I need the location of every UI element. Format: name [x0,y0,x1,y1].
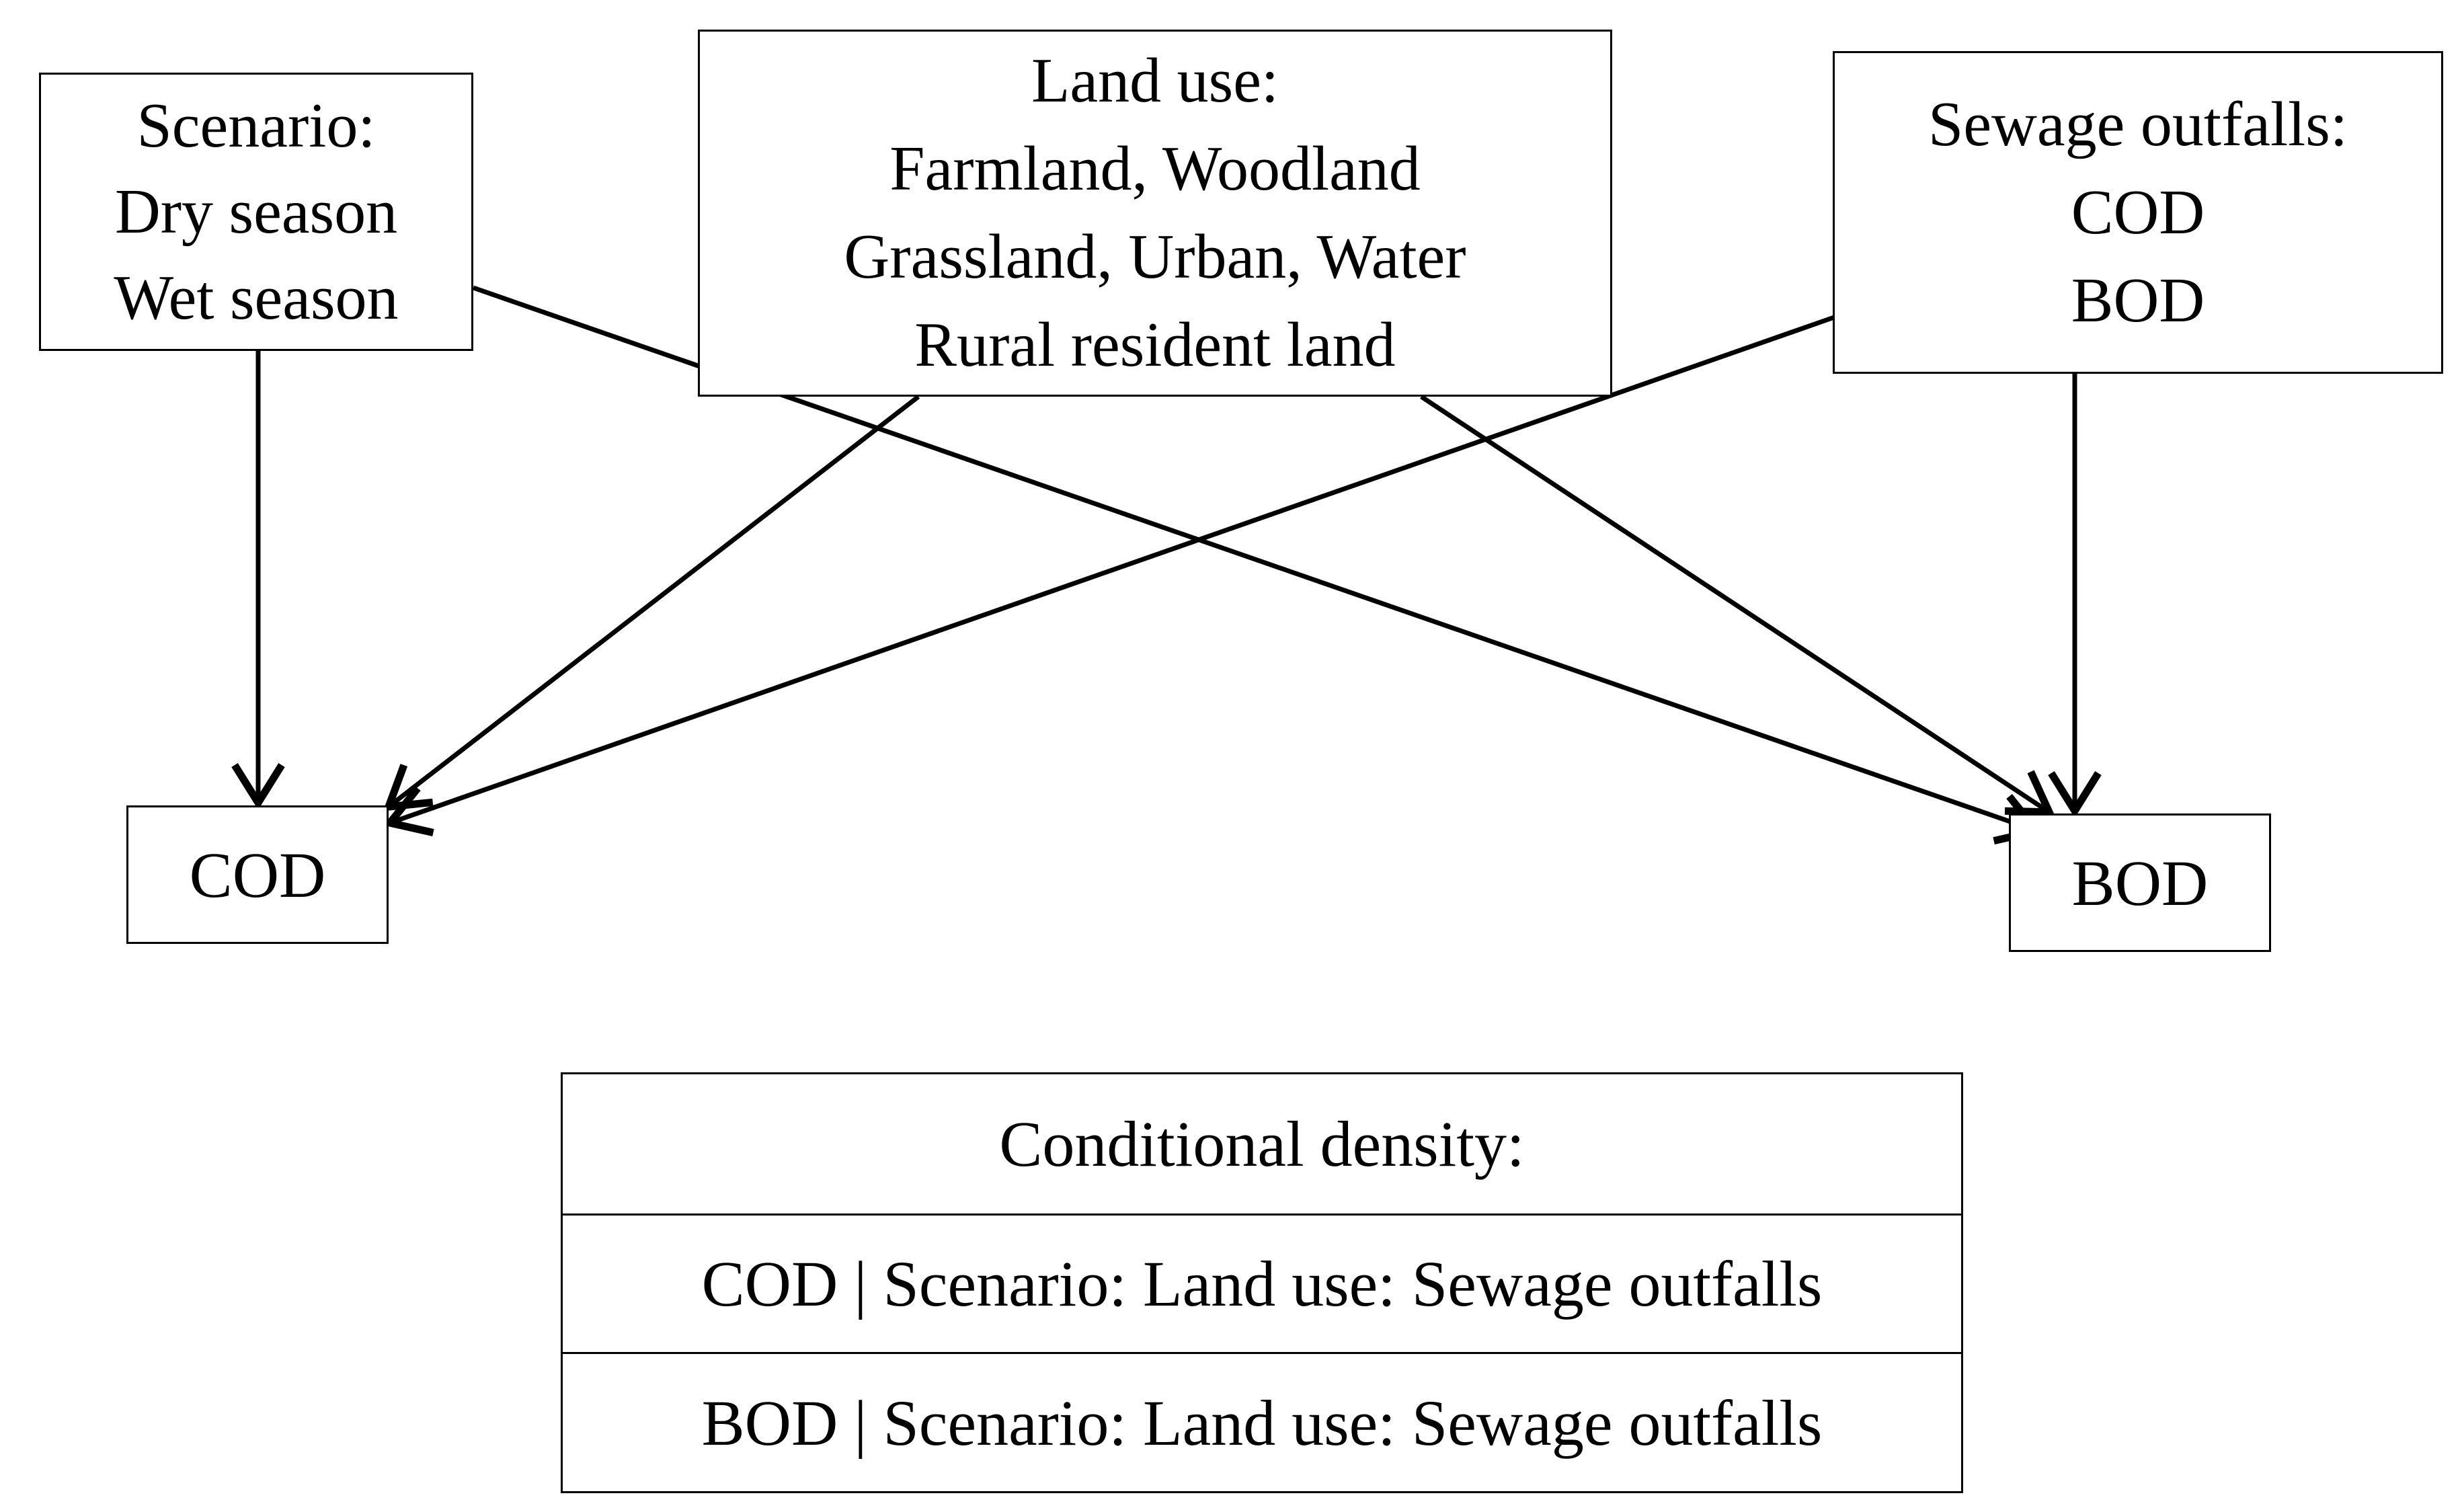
sewage-outfalls-title: Sewage outfalls: [1928,89,2348,159]
cod-node: COD [126,805,389,944]
land-use-line-3: Rural resident land [914,310,1396,380]
sewage-outfalls-bod: BOD [2071,265,2205,335]
scenario-dry-season: Dry season [114,177,398,247]
bod-label: BOD [2071,846,2209,919]
scenario-node: Scenario: Dry season Wet season [39,73,473,351]
edge-landuse-to-bod [1420,395,2055,816]
land-use-line-2: Grassland, Urban, Water [844,222,1466,292]
table-row-cod: COD | Scenario: Land use: Sewage outfall… [563,1213,1961,1353]
cod-label: COD [189,838,326,911]
conditional-density-table: Conditional density: COD | Scenario: Lan… [561,1072,1963,1493]
scenario-title: Scenario: [136,91,376,161]
sewage-outfalls-cod: COD [2071,177,2205,247]
land-use-title: Land use: [1031,46,1279,116]
table-header: Conditional density: [999,1107,1525,1180]
land-use-line-1: Farmland, Woodland [889,134,1421,204]
scenario-wet-season: Wet season [114,263,399,333]
land-use-node: Land use: Farmland, Woodland Grassland, … [698,30,1612,397]
bod-node: BOD [2009,813,2271,952]
edge-sewage-to-cod [383,315,1835,836]
sewage-outfalls-node: Sewage outfalls: COD BOD [1833,51,2443,374]
edge-landuse-to-cod [383,395,920,811]
table-row-bod: BOD | Scenario: Land use: Sewage outfall… [563,1352,1961,1491]
